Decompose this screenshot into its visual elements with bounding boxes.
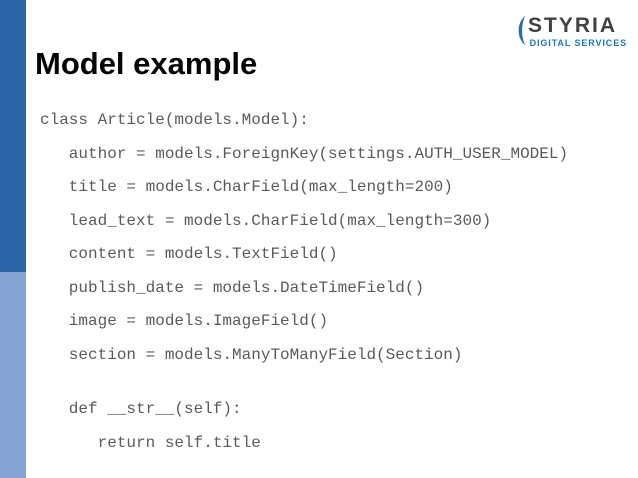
code-block: class Article(models.Model): author = mo… (40, 104, 568, 460)
styria-parenthesis-icon (518, 15, 526, 46)
code-line: class Article(models.Model): (40, 111, 309, 129)
accent-bar-light (0, 272, 26, 478)
code-line: author = models.ForeignKey(settings.AUTH… (40, 144, 569, 163)
code-line: publish_date = models.DateTimeField() (40, 278, 425, 297)
styria-logo-name: STYRIA (528, 14, 618, 37)
styria-logo: STYRIA DIGITAL SERVICES (514, 14, 626, 48)
code-line: section = models.ManyToManyField(Section… (40, 345, 463, 364)
code-line: def __str__(self): (40, 400, 242, 418)
code-line: title = models.CharField(max_length=200) (40, 178, 453, 196)
styria-logo-subtitle: DIGITAL SERVICES (529, 38, 628, 48)
code-line: lead_text = models.CharField(max_length=… (40, 211, 492, 230)
styria-logo-text: STYRIA DIGITAL SERVICES (528, 14, 626, 48)
code-line: image = models.ImageField() (40, 312, 329, 330)
accent-bar-dark (0, 0, 26, 272)
code-line (40, 372, 568, 393)
code-line: return self.title (40, 433, 261, 452)
code-line: content = models.TextField() (40, 245, 338, 263)
page-title: Model example (35, 46, 258, 81)
